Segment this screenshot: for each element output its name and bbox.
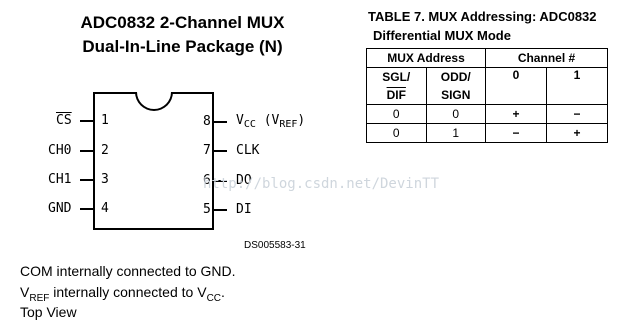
pin-7-name: CLK: [236, 143, 260, 158]
pin-5-name: DI: [236, 202, 252, 217]
pin-5-number: 5: [203, 202, 211, 217]
cell-ch0: −: [485, 123, 547, 143]
header-mux-address: MUX Address: [366, 48, 486, 68]
pin-8-name: VCC (VREF): [236, 113, 306, 131]
cell-ch0: +: [485, 104, 547, 124]
mux-address-table: MUX Address Channel # SGL/DIF ODD/SIGN 0…: [366, 48, 608, 143]
pin-3-number: 3: [101, 172, 109, 187]
note-vref: VREF internally connected to VCC.: [20, 284, 225, 304]
pin-6-number: 6: [203, 173, 211, 188]
header-sgl-dif: SGL/DIF: [366, 67, 427, 105]
cell-odd: 1: [425, 123, 486, 143]
cell-ch1: −: [546, 104, 608, 124]
header-odd-sign: ODD/SIGN: [425, 67, 486, 105]
cell-sgl: 0: [366, 104, 427, 124]
pin-8-number: 8: [203, 114, 211, 129]
pin-5-lead: [214, 209, 227, 211]
pin-2-name: CH0: [48, 143, 72, 158]
watermark: http://blog.csdn.net/DevinTT: [203, 176, 440, 192]
pin-7-lead: [214, 150, 227, 152]
pin-3-name: CH1: [48, 172, 72, 187]
pin-2-lead: [80, 150, 93, 152]
pin-4-number: 4: [101, 201, 109, 216]
diagram-subtitle: Dual-In-Line Package (N): [82, 37, 283, 56]
header-ch0: 0: [485, 67, 547, 105]
cell-ch1: +: [546, 123, 608, 143]
pin-3-lead: [80, 179, 93, 181]
pin-1-number: 1: [101, 113, 109, 128]
pin-6-name: DO: [236, 173, 252, 188]
diagram-title: ADC0832 2-Channel MUX: [80, 13, 285, 32]
cell-sgl: 0: [366, 123, 427, 143]
note-top-view: Top View: [20, 304, 77, 320]
pin-1-name: CS: [56, 113, 72, 128]
pin-1-lead: [80, 120, 93, 122]
table-title: TABLE 7. MUX Addressing: ADC0832: [368, 9, 597, 24]
pin-7-number: 7: [203, 143, 211, 158]
pin-4-lead: [80, 208, 93, 210]
pin-4-name: GND: [48, 201, 72, 216]
ds-code: DS005583-31: [244, 240, 306, 251]
pin-6-lead: [214, 180, 227, 182]
table-subtitle: Differential MUX Mode: [373, 28, 511, 43]
table-row: 0 1 − +: [366, 123, 608, 143]
header-channel: Channel #: [485, 48, 608, 68]
pin-8-lead: [214, 121, 227, 123]
pin-2-number: 2: [101, 143, 109, 158]
ic-package-body: [93, 92, 214, 230]
note-com: COM internally connected to GND.: [20, 263, 236, 279]
header-ch1: 1: [546, 67, 608, 105]
table-row: 0 0 + −: [366, 104, 608, 124]
cell-odd: 0: [425, 104, 486, 124]
